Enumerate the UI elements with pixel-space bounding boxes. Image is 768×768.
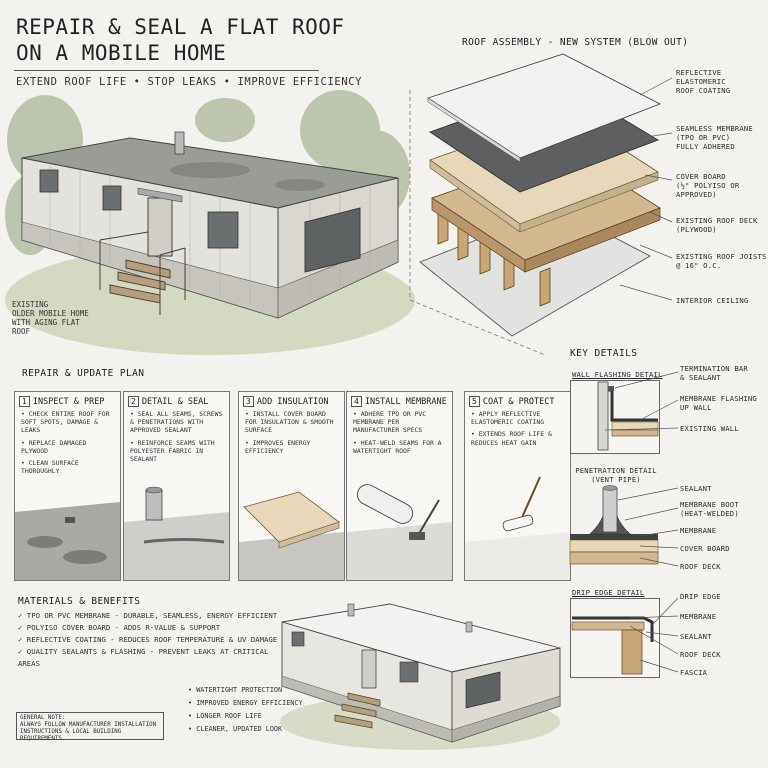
step-number: 5 [469,396,480,407]
benefits-list: • WATERTIGHT PROTECTION • IMPROVED ENERG… [188,684,328,736]
label-cover-board: COVER BOARD (½" POLYISO OR APPROVED) [676,172,740,199]
wall-detail-title: WALL FLASHING DETAIL [572,370,663,379]
label-membrane: SEAMLESS MEMBRANE (TPO OR PVC) FULLY ADH… [676,124,753,151]
material-item: ✓ QUALITY SEALANTS & FLASHING - PREVENT … [18,647,269,668]
drip-label-membrane: MEMBRANE [680,612,717,621]
benefit-item: • LONGER ROOF LIFE [188,712,262,720]
step-number: 4 [351,396,362,407]
general-note: GENERAL NOTE: ALWAYS FOLLOW MANUFACTURER… [16,712,164,742]
wall-label-membrane: MEMBRANE FLASHING UP WALL [680,394,757,412]
coating-illustration [465,476,570,580]
drip-detail-box [570,598,660,678]
note-line: INSTRUCTIONS & LOCAL BUILDING REQUIREMEN… [20,729,122,742]
drip-label-roof-deck: ROOF DECK [680,650,721,659]
material-item: ✓ TPO OR PVC MEMBRANE - DURABLE, SEAMLES… [18,611,278,620]
materials-list: ✓ TPO OR PVC MEMBRANE - DURABLE, SEAMLES… [18,610,288,670]
step-item: CLEAN SURFACE THOROUGHLY [21,459,117,475]
plan-title: REPAIR & UPDATE PLAN [22,368,145,379]
note-line: ALWAYS FOLLOW MANUFACTURER INSTALLATION [20,722,157,728]
page-title: REPAIR & SEAL A FLAT ROOF ON A MOBILE HO… [16,14,376,66]
step-item: APPLY REFLECTIVE ELASTOMERIC COATING [471,410,567,426]
benefit-item: • CLEANER, UPDATED LOOK [188,725,283,733]
title-divider [14,70,319,71]
label-coating: REFLECTIVE ELASTOMERIC ROOF COATING [676,68,731,95]
title-line-2: ON A MOBILE HOME [16,41,227,65]
step-title: DETAIL & SEAL [141,397,209,407]
wall-label-termination: TERMINATION BAR & SEALANT [680,364,748,382]
step-item: ADHERE TPO OR PVC MEMBRANE PER MANUFACTU… [353,410,449,435]
step-title: ADD INSULATION [256,397,329,407]
step-item: REPLACE DAMAGED PLYWOOD [21,439,117,455]
step-item: SEAL ALL SEAMS, SCREWS & PENETRATIONS WI… [130,410,226,435]
existing-home-label: EXISTING OLDER MOBILE HOME WITH AGING FL… [12,300,89,336]
step-item: EXTENDS ROOF LIFE & REDUCES HEAT GAIN [471,430,567,446]
label-roof-deck: EXISTING ROOF DECK (PLYWOOD) [676,216,758,234]
step-title: COAT & PROTECT [482,397,555,407]
material-item: ✓ REFLECTIVE COATING - REDUCES ROOF TEMP… [18,635,278,644]
pen-label-membrane: MEMBRANE [680,526,717,535]
pen-label-cover-board: COVER BOARD [680,544,730,553]
benefit-item: • IMPROVED ENERGY EFFICIENCY [188,699,303,707]
label-roof-joists: EXISTING ROOF JOISTS @ 16" O.C. [676,252,767,270]
note-title: GENERAL NOTE: [20,715,66,721]
step-item: INSTALL COVER BOARD FOR INSULATION & SMO… [245,410,341,435]
materials-title: MATERIALS & BENEFITS [18,596,141,607]
membrane-illustration [347,484,452,580]
drip-label-sealant: SEALANT [680,632,712,641]
drip-detail-title: DRIP EDGE DETAIL [572,588,645,597]
pen-label-roof-deck: ROOF DECK [680,562,721,571]
insulation-illustration [239,491,344,580]
key-details-title: KEY DETAILS [570,348,638,359]
inspect-illustration [15,502,120,580]
step-item: HEAT-WELD SEAMS FOR A WATERTIGHT ROOF [353,439,449,455]
seal-illustration [124,486,229,580]
material-item: ✓ POLYISO COVER BOARD - ADDS R-VALUE & S… [18,623,221,632]
step-title: INSPECT & PREP [32,397,105,407]
drip-label-fascia: FASCIA [680,668,708,677]
penetration-detail-title: PENETRATION DETAIL (VENT PIPE) [575,466,657,484]
pen-label-sealant: SEALANT [680,484,712,493]
pen-label-boot: MEMBRANE BOOT (HEAT-WELDED) [680,500,739,518]
drip-label-drip-edge: DRIP EDGE [680,592,721,601]
step-number: 2 [128,396,139,407]
step-title: INSTALL MEMBRANE [364,397,447,407]
benefit-item: • WATERTIGHT PROTECTION [188,686,283,694]
page-subtitle: EXTEND ROOF LIFE • STOP LEAKS • IMPROVE … [16,76,363,88]
label-interior-ceiling: INTERIOR CEILING [676,296,749,305]
step-item: IMPROVES ENERGY EFFICIENCY [245,439,341,455]
step-number: 1 [19,396,30,407]
assembly-title: ROOF ASSEMBLY - NEW SYSTEM (BLOW OUT) [462,37,689,48]
step-item: CHECK ENTIRE ROOF FOR SOFT SPOTS, DAMAGE… [21,410,117,435]
step-number: 3 [243,396,254,407]
title-line-1: REPAIR & SEAL A FLAT ROOF [16,15,345,39]
wall-label-existing: EXISTING WALL [680,424,739,433]
step-item: REINFORCE SEAMS WITH POLYESTER FABRIC IN… [130,439,226,464]
